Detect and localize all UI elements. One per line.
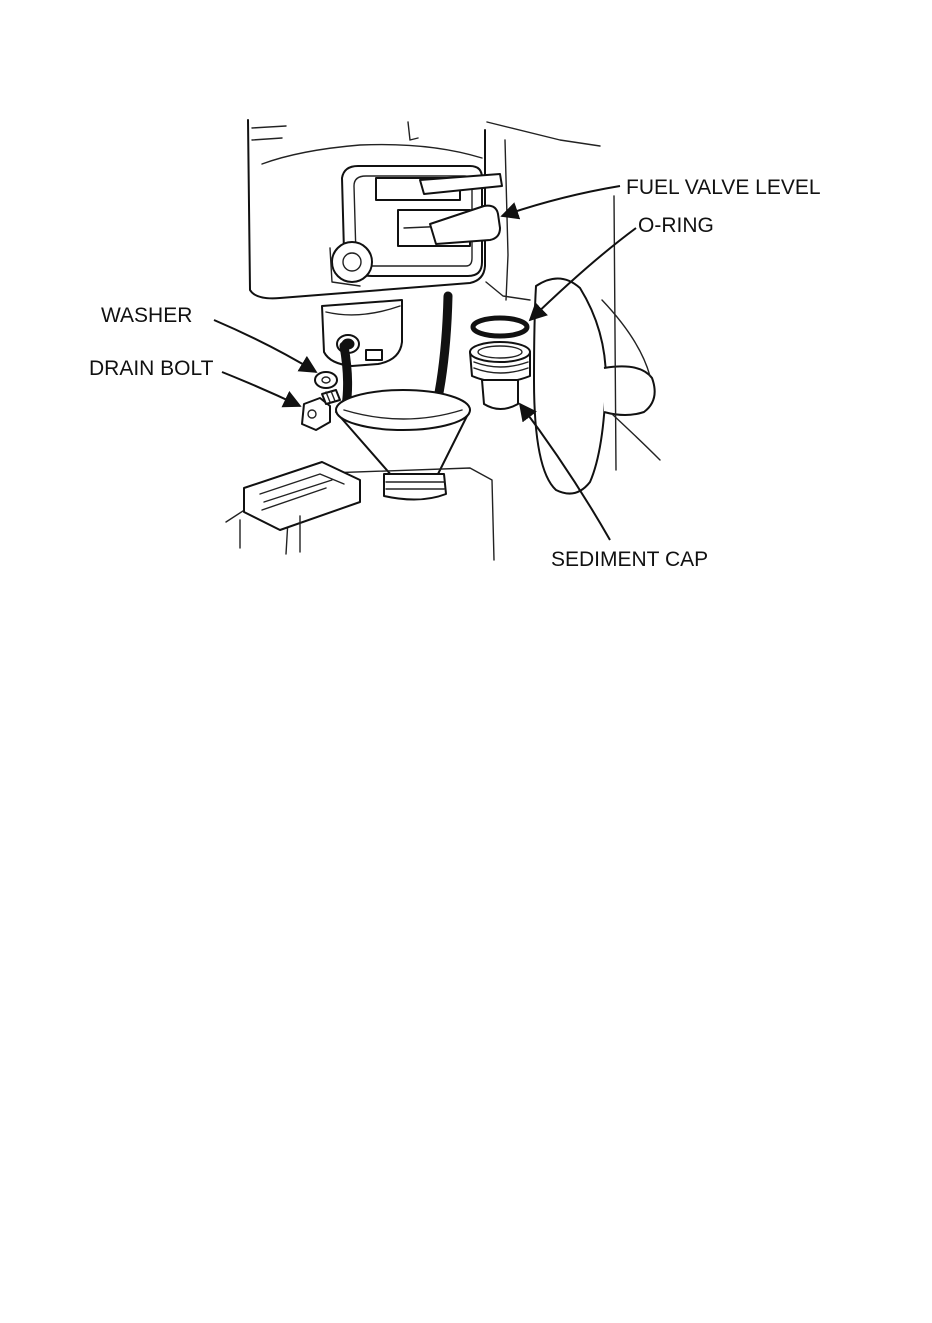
label-drain-bolt: DRAIN BOLT [89, 357, 214, 380]
drain-bolt-part [302, 390, 340, 430]
fuel-cup-housing [322, 300, 402, 366]
o-ring-part [473, 318, 527, 336]
sediment-cap-part [470, 342, 530, 409]
label-fuel-valve-level: FUEL VALVE LEVEL [626, 176, 821, 199]
fuel-container [226, 462, 494, 560]
fuel-valve-panel [330, 166, 502, 286]
label-sediment-cap: SEDIMENT CAP [551, 548, 708, 571]
washer-part [315, 372, 337, 388]
label-washer: WASHER [101, 304, 192, 327]
label-o-ring: O-RING [638, 214, 714, 237]
